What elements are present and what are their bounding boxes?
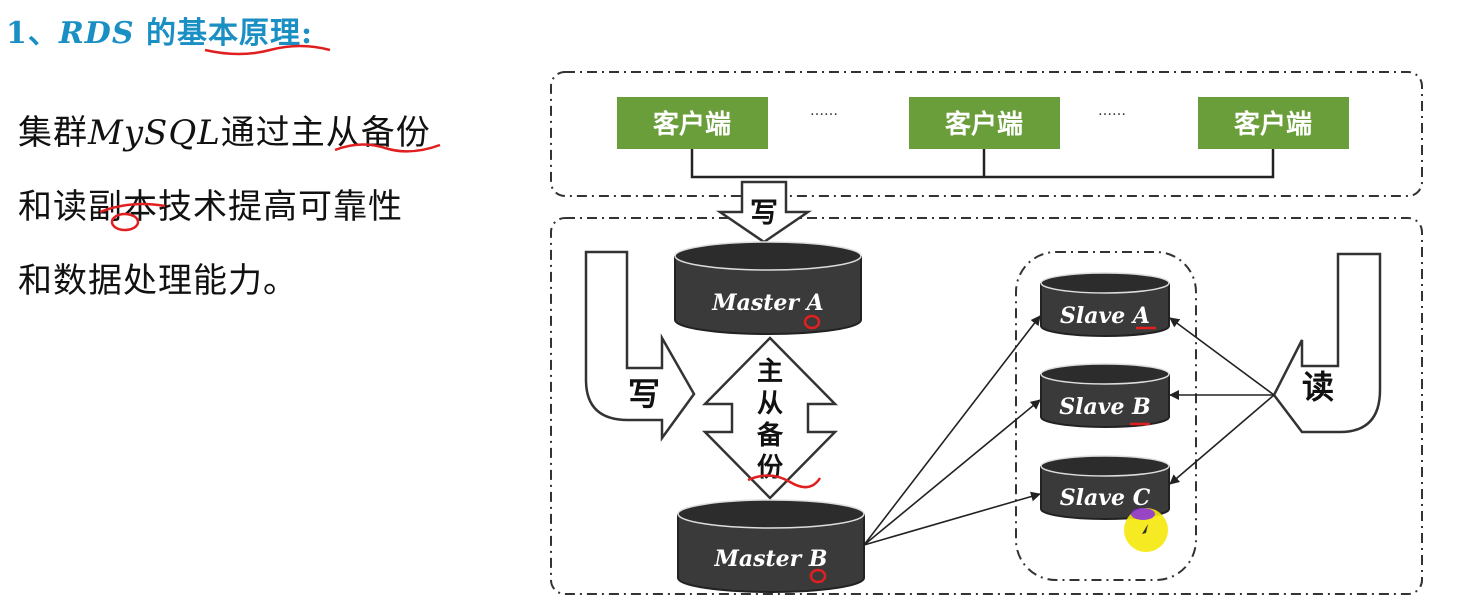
slave-b-label: Slave B	[1059, 394, 1151, 420]
ellipsis-1: ……	[810, 103, 838, 119]
replication-arrow-c	[863, 491, 1041, 546]
backup-char-1: 主	[757, 357, 783, 387]
read-label: 读	[1302, 368, 1334, 406]
master-b-db: Master B	[677, 499, 865, 593]
client-group-box	[550, 71, 1423, 197]
slave-group-box	[1015, 251, 1197, 581]
heading-rds: RDS	[58, 16, 135, 51]
client-1-label: 客户端	[653, 109, 731, 140]
client-bus	[690, 149, 1275, 179]
section-heading: 1、RDS 的基本原理:	[6, 8, 313, 52]
ellipsis-2: ……	[1098, 103, 1126, 119]
replication-arrow-b	[863, 399, 1041, 546]
text-cluster: 集群	[18, 113, 88, 153]
slave-a-label: Slave A	[1060, 303, 1150, 329]
slave-b-db: Slave B	[1040, 363, 1170, 428]
annotation-underline-heading	[204, 44, 331, 56]
annotation-master-a	[803, 314, 821, 330]
annotation-underline-backup	[334, 143, 441, 153]
annotation-master-b	[809, 568, 827, 584]
client-1: 客户端	[617, 97, 768, 149]
annotation-circle-replica	[110, 212, 140, 232]
paragraph-line-1: 集群MySQL通过主从备份	[18, 96, 488, 170]
heading-title: 的基本原理:	[134, 16, 314, 51]
description-paragraph: 集群MySQL通过主从备份 和读副本技术提高可靠性 和数据处理能力。	[18, 96, 488, 318]
client-2-label: 客户端	[945, 109, 1023, 140]
slave-c-db: Slave C	[1040, 455, 1170, 520]
client-3-label: 客户端	[1234, 109, 1312, 140]
backup-char-2: 从	[757, 389, 783, 419]
slave-a-db: Slave A	[1040, 272, 1170, 337]
cursor-highlight	[1124, 508, 1168, 552]
client-2: 客户端	[909, 97, 1060, 149]
client-3: 客户端	[1198, 97, 1349, 149]
backup-double-arrow: 主 从 备 份	[702, 336, 838, 500]
paragraph-line-3: 和数据处理能力。	[18, 261, 298, 301]
paragraph-line-2: 和读副本技术提高可靠性	[18, 187, 403, 227]
master-a-label: Master A	[711, 290, 823, 316]
heading-number: 1、	[6, 16, 59, 51]
annotation-underline-replica	[99, 202, 166, 214]
write-arrow-top: 写	[715, 180, 813, 244]
write-top-label: 写	[750, 196, 778, 229]
master-a-db: Master A	[674, 241, 862, 335]
text-backup: 通过主从备份	[220, 113, 431, 153]
read-arrow-a	[1169, 317, 1275, 396]
replication-arrow-a	[863, 315, 1041, 546]
read-arrow-c	[1169, 394, 1275, 485]
backup-char-3: 备	[756, 421, 784, 451]
annotation-backup	[747, 474, 822, 489]
backup-char-4: 份	[757, 453, 783, 483]
write-left-label: 写	[628, 375, 660, 413]
server-group-box	[550, 217, 1423, 595]
slave-c-label: Slave C	[1060, 485, 1151, 511]
read-arrow-right: 读	[1272, 252, 1382, 434]
text-mysql: MySQL	[88, 113, 221, 153]
write-arrow-left: 写	[584, 250, 696, 442]
master-b-label: Master B	[714, 546, 828, 572]
